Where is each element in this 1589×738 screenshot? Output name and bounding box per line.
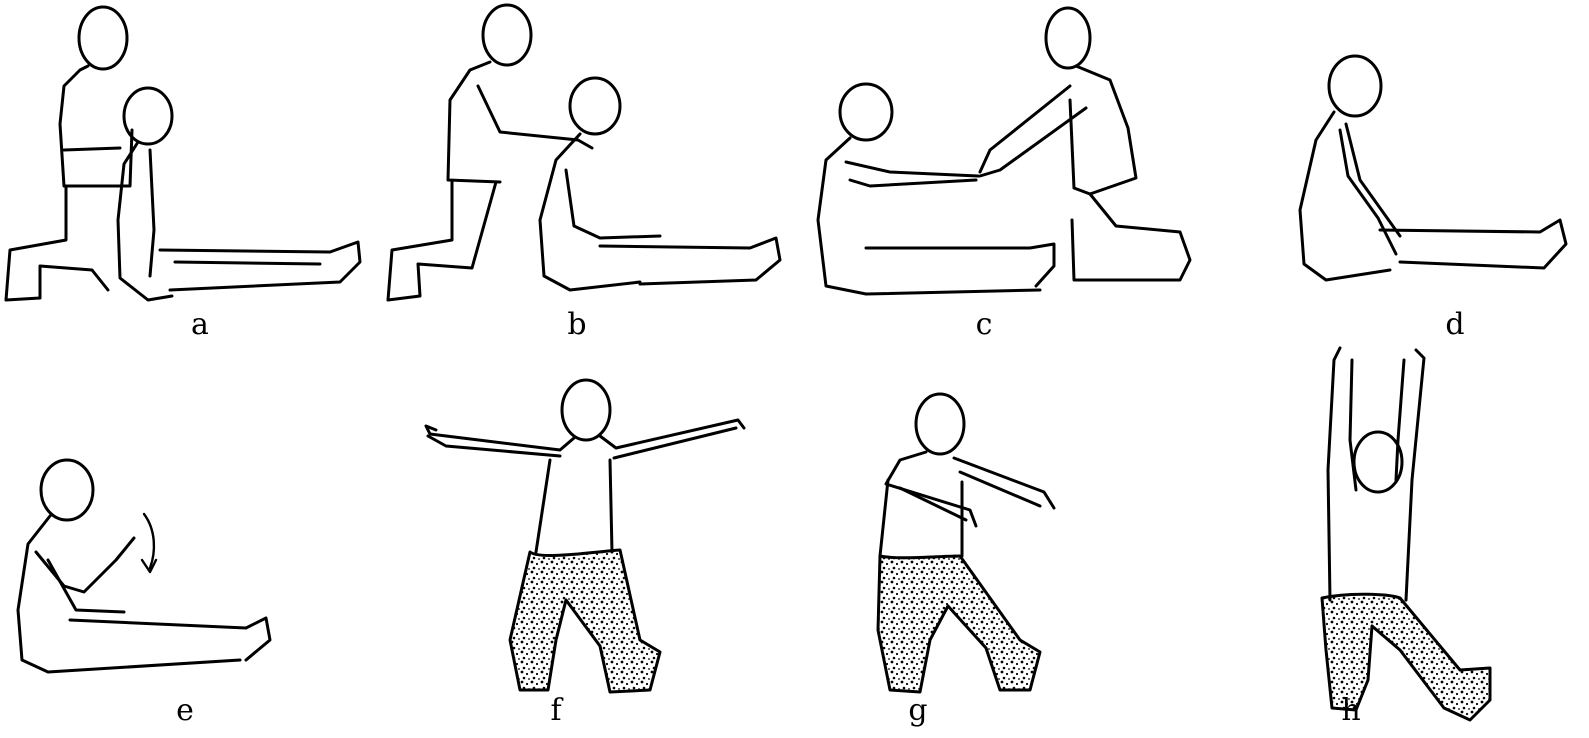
helper-figure: [386, 3, 594, 302]
patient-figure: [1320, 346, 1492, 722]
panel-label-e: e: [176, 693, 194, 728]
panel-c-figure: [816, 6, 1192, 296]
panel-label-f: f: [550, 693, 562, 728]
motion-arrow-icon: [140, 512, 158, 574]
panel-b-figure: [386, 3, 782, 302]
panel-label-d: d: [1445, 307, 1465, 342]
helper-figure: [978, 6, 1192, 282]
panel-label-b: b: [567, 307, 587, 342]
panel-h-figure: [1320, 346, 1492, 722]
patient-figure: [538, 76, 782, 292]
helper-figure: [4, 5, 134, 302]
panel-e-figure: [16, 458, 272, 674]
panel-label-g: g: [908, 693, 928, 728]
patient-figure: [1298, 54, 1568, 282]
patient-figure: [116, 86, 362, 302]
panel-d-figure: [1298, 54, 1568, 282]
panel-label-h: h: [1341, 693, 1361, 728]
patient-figure: [876, 392, 1056, 694]
panel-a-figure: [4, 5, 362, 302]
patient-figure: [816, 82, 1056, 296]
patient-figure: [16, 458, 272, 674]
panel-g-figure: [876, 392, 1056, 694]
panel-label-c: c: [975, 307, 993, 342]
panel-f-figure: [424, 378, 746, 694]
patient-figure: [424, 378, 746, 694]
panel-label-a: a: [191, 307, 209, 342]
